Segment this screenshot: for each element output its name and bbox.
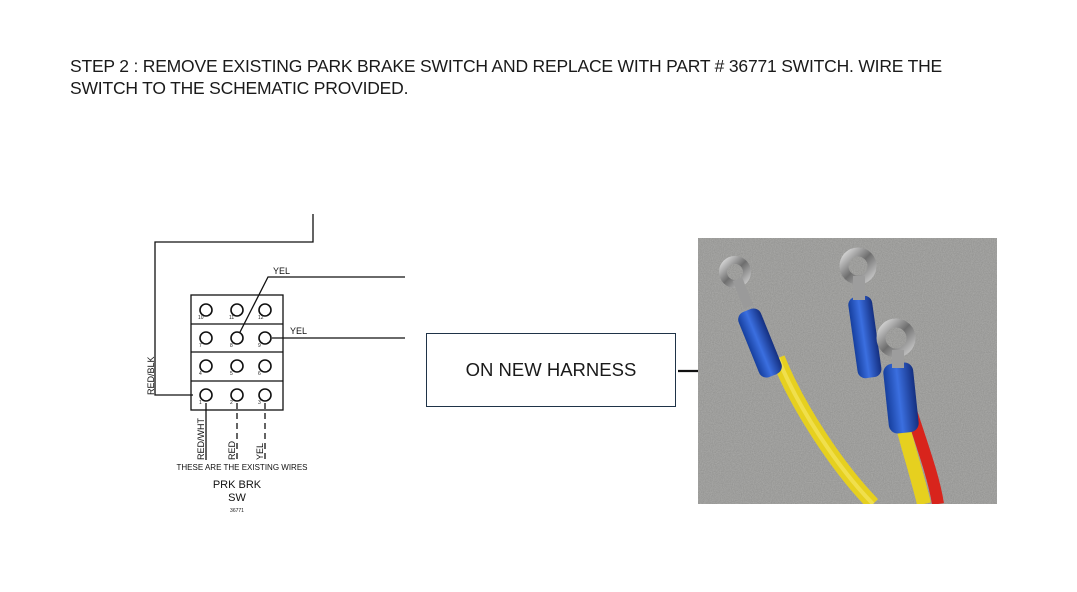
step-instruction: STEP 2 : REMOVE EXISTING PARK BRAKE SWIT… <box>70 55 1030 99</box>
pin-2 <box>230 388 244 402</box>
pin-number-6: 6 <box>258 371 261 377</box>
yel-middle-label: YEL <box>290 326 307 336</box>
pin-10 <box>199 303 213 317</box>
pin-9 <box>258 331 272 345</box>
yel-top-wire <box>236 276 405 339</box>
red-blk-label: RED/BLK <box>146 356 156 395</box>
top-bracket-wire <box>154 214 314 396</box>
pin-6 <box>258 359 272 373</box>
pin-number-11: 11 <box>229 315 234 321</box>
harness-photo <box>698 238 997 504</box>
pin-8 <box>230 331 244 345</box>
pin-number-12: 12 <box>258 315 264 321</box>
pin-number-10: 10 <box>198 315 204 321</box>
red-wht-label: RED/WHT <box>196 418 206 460</box>
pin-5 <box>230 359 244 373</box>
pin-number-8: 8 <box>230 343 233 349</box>
pin-number-9: 9 <box>258 343 261 349</box>
instruction-line-1: STEP 2 : REMOVE EXISTING PARK BRAKE SWIT… <box>70 56 942 76</box>
pin-number-3: 3 <box>258 400 261 406</box>
instruction-line-2: SWITCH TO THE SCHEMATIC PROVIDED. <box>70 78 409 98</box>
pin-number-5: 5 <box>230 371 233 377</box>
pin-number-2: 2 <box>230 400 233 406</box>
callout-label: ON NEW HARNESS <box>465 359 637 380</box>
pin-number-4: 4 <box>199 371 202 377</box>
switch-name-line-1: PRK BRK <box>213 479 262 491</box>
switch-name-line-2: SW <box>228 492 246 504</box>
pin-number-1: 1 <box>199 400 202 406</box>
yel-top-label: YEL <box>273 266 290 276</box>
new-harness-callout: ON NEW HARNESS <box>426 333 676 407</box>
pin-4 <box>199 359 213 373</box>
pin-1 <box>199 388 213 402</box>
pin-3 <box>258 388 272 402</box>
pin-7 <box>199 331 213 345</box>
pin-12 <box>258 303 272 317</box>
yel-bottom-label: YEL <box>255 443 265 460</box>
pin-number-7: 7 <box>199 343 202 349</box>
existing-wires-note: THESE ARE THE EXISTING WIRES <box>177 463 308 472</box>
wiring-schematic: 10 11 12 7 8 9 4 5 6 1 2 3 YEL YEL RED/B… <box>146 214 689 514</box>
red-label: RED <box>227 440 237 460</box>
switch-part-number: 36771 <box>230 508 244 514</box>
pin-11 <box>230 303 244 317</box>
